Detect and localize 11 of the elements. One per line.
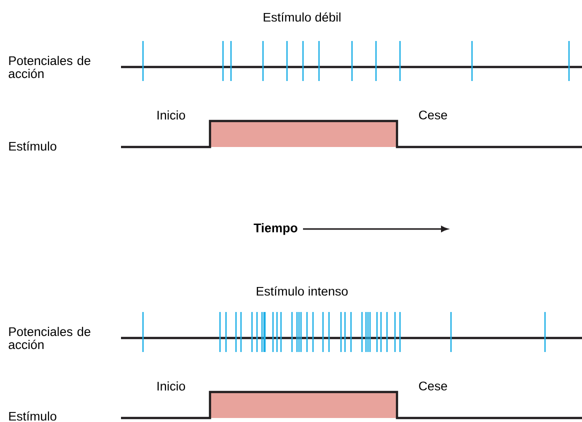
row-label: Estímulo xyxy=(9,411,56,421)
panel-title: Estímulo intenso xyxy=(256,286,348,296)
row-label: Estímulo xyxy=(9,141,56,151)
row-label: Potenciales de acción xyxy=(8,56,90,78)
offset-label: Cese xyxy=(419,110,448,120)
panel-title: Estímulo débil xyxy=(264,12,340,22)
onset-label: Inicio xyxy=(158,110,186,120)
offset-label: Cese xyxy=(419,382,448,390)
onset-label: Inicio xyxy=(158,381,186,391)
row-label: Potenciales de acción xyxy=(8,326,90,350)
axis-label: Tiempo xyxy=(254,223,298,235)
